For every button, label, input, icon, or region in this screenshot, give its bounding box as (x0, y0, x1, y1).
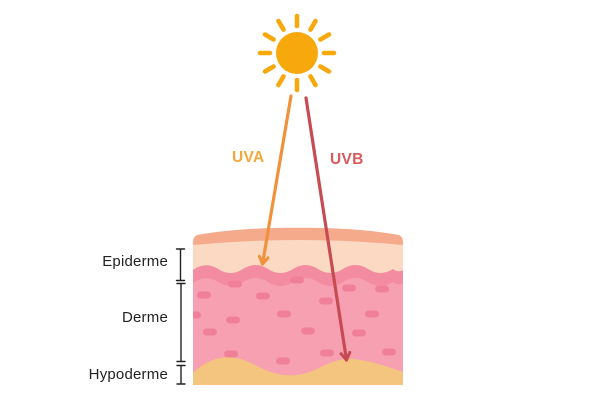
uvb-label: UVB (330, 151, 364, 168)
uvb-ray-arrow (304, 96, 352, 362)
sun-icon (257, 13, 337, 93)
dermis-cells (193, 276, 396, 365)
hypoderme-label: Hypoderme (88, 366, 168, 383)
epiderme-label: Epiderme (102, 253, 168, 270)
hypodermis-layer (193, 357, 403, 385)
derme-bracket (176, 282, 186, 363)
epiderme-bracket (175, 248, 186, 282)
uva-ray-arrow (257, 94, 293, 266)
derme-label: Derme (121, 309, 168, 326)
layer-brackets (175, 248, 186, 385)
skin-cross-section (193, 227, 403, 385)
uva-label: UVA (232, 149, 265, 166)
hypoderme-bracket (176, 364, 186, 385)
